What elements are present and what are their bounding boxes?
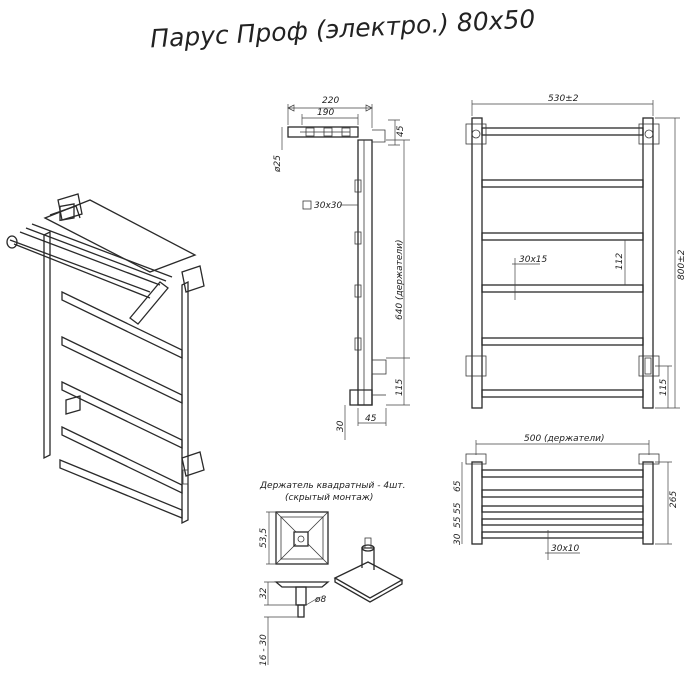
dim-front-height: 800±2	[677, 249, 687, 280]
dim-top-holder-width: 500 (держатели)	[524, 434, 605, 444]
dim-top-shelf-1: 65	[453, 480, 463, 492]
dim-top-shelf-2: 55	[453, 502, 463, 514]
dim-front-rung-profile: 30х15	[519, 255, 548, 265]
dim-side-base-depth: 45	[365, 414, 377, 424]
dim-side-total-depth: 220	[322, 96, 339, 106]
drawing-title: Парус Проф (электро.) 80х50	[149, 4, 535, 53]
dim-front-bottom-holder: 115	[659, 379, 669, 396]
dim-front-rung-step: 112	[615, 253, 625, 270]
front-view: 530±2 800±2 112 30х15 115	[465, 94, 687, 409]
dim-side-tube-diameter: ø25	[273, 155, 283, 173]
holder-note-line1: Держатель квадратный - 4шт.	[259, 481, 405, 491]
dim-holder-height: 32	[259, 587, 269, 599]
dim-front-width: 530±2	[548, 94, 579, 104]
dim-top-depth: 265	[669, 491, 679, 508]
isometric-view	[6, 193, 205, 525]
holder-detail: Держатель квадратный - 4шт. (скрытый мон…	[259, 481, 405, 666]
dim-side-inner-depth: 190	[317, 108, 334, 118]
dim-side-profile: 30х30	[314, 201, 343, 211]
dim-side-holder-spacing: 640 (держатели)	[395, 239, 405, 320]
dim-top-bar-profile: 30х10	[551, 544, 580, 554]
dim-side-top-offset: 45	[396, 125, 406, 137]
dim-top-shelf-4: 30	[453, 533, 463, 545]
holder-note-line2: (скрытый монтаж)	[285, 493, 373, 503]
dim-side-bottom-holder: 115	[395, 379, 405, 396]
dim-holder-plate: 53,5	[259, 528, 269, 548]
dim-top-shelf-3: 55	[453, 516, 463, 528]
dim-holder-screw: ø8	[314, 595, 327, 605]
dim-side-foot: 30	[336, 420, 346, 432]
top-view: 500 (держатели) 265 65 55 55 30 30х10	[453, 434, 679, 560]
side-view: 220 190 45 ø25 30х30 640 (держатели) 115…	[273, 96, 410, 440]
dim-holder-adjust: 16 - 30	[259, 634, 269, 666]
